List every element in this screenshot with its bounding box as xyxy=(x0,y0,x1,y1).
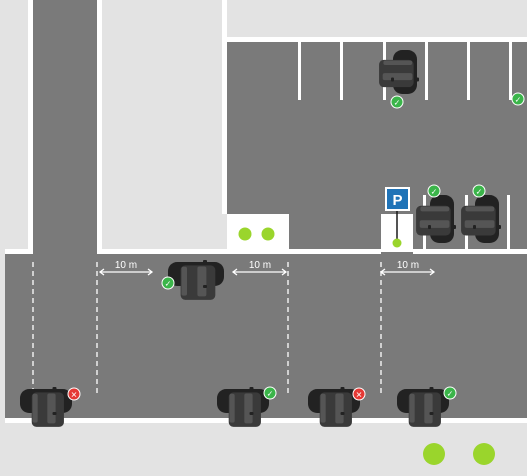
distance-arrows xyxy=(98,268,436,276)
check-badge-icon: ✓ xyxy=(161,276,175,290)
car-icon xyxy=(217,387,269,427)
car-icon xyxy=(397,387,449,427)
distance-label-middle: 10 m xyxy=(249,260,271,271)
check-badge-icon: ✓ xyxy=(427,184,441,198)
check-badge-icon: ✓ xyxy=(390,95,404,109)
tree-icon xyxy=(423,443,445,465)
tree-icon xyxy=(261,227,275,241)
svg-text:✓: ✓ xyxy=(394,98,401,107)
cross-badge-icon: ✕ xyxy=(352,387,366,401)
svg-text:✓: ✓ xyxy=(515,95,522,104)
car-icon xyxy=(308,387,360,427)
car-icon xyxy=(461,195,501,243)
distance-guide-lines xyxy=(32,262,382,395)
check-badge-icon: ✓ xyxy=(443,386,457,400)
check-badge-icon: ✓ xyxy=(511,92,525,106)
badges-layer: ✓ ✓ ✓ ✓ ✓ ✕ ✓ ✕ ✓ xyxy=(67,92,525,401)
tree-icon xyxy=(238,227,252,241)
car-icon xyxy=(20,387,72,427)
check-badge-icon: ✓ xyxy=(263,386,277,400)
svg-text:✓: ✓ xyxy=(165,279,172,288)
road-left-vertical xyxy=(33,0,97,260)
tree-icon xyxy=(473,443,495,465)
svg-text:✓: ✓ xyxy=(476,187,483,196)
distance-label-right: 10 m xyxy=(397,260,419,271)
sign-pole-base xyxy=(392,238,402,248)
check-badge-icon: ✓ xyxy=(472,184,486,198)
svg-text:✓: ✓ xyxy=(267,389,274,398)
tree-planter xyxy=(227,214,289,254)
distance-label-left: 10 m xyxy=(115,260,137,271)
svg-text:✓: ✓ xyxy=(447,389,454,398)
car-icon xyxy=(416,195,456,243)
car-icon xyxy=(168,260,224,300)
car-icon xyxy=(379,50,419,94)
cross-badge-icon: ✕ xyxy=(67,387,81,401)
svg-text:✕: ✕ xyxy=(71,390,78,399)
svg-text:✕: ✕ xyxy=(356,390,363,399)
parking-sign-letter: P xyxy=(392,192,402,209)
cars-layer xyxy=(20,50,501,427)
parking-sign-icon: P xyxy=(385,187,410,211)
svg-text:✓: ✓ xyxy=(431,187,438,196)
